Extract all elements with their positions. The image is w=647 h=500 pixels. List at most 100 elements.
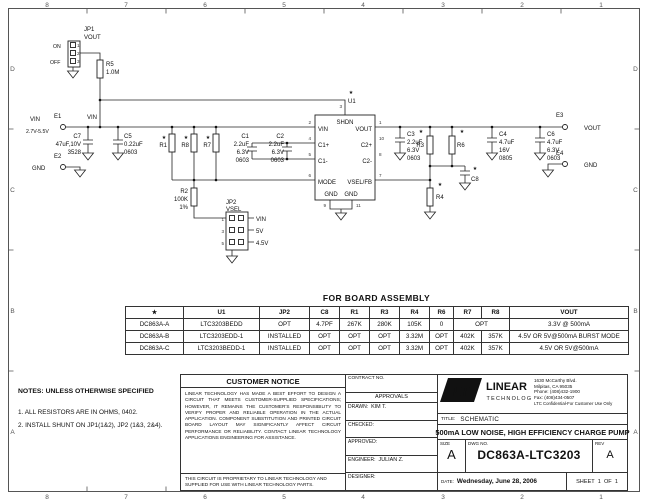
linear-technology-logo: LT LINEAR TECHNOLOGY <box>438 375 532 413</box>
col-header-vout: VOUT <box>509 306 629 319</box>
capacitor-plates <box>83 137 545 176</box>
c6-refdes: C6 <box>547 132 555 138</box>
table-cell: LTC3203BEDD-1 <box>183 342 260 355</box>
u1-pin-c2p: C2+ <box>361 143 373 149</box>
size-dwg-rev-row: SIZE A DWG NO. DC863A-LTC3203 REV A <box>438 440 627 473</box>
approval-row-engineer: ENGINEER: JULIAN Z. <box>346 456 437 474</box>
table-cell: OPT <box>339 342 370 355</box>
r4-refdes: R4 <box>436 195 444 201</box>
confidential-note: LTC Confidential-For Customer Use Only <box>534 401 613 406</box>
approval-label: ENGINEER: <box>348 456 376 463</box>
terminal-e2 <box>60 164 66 170</box>
table-cell: OPT <box>429 342 454 355</box>
lt-logo-shape <box>440 378 482 402</box>
u1-pin-number: 3 <box>339 104 342 109</box>
table-cell: OPT <box>453 318 510 331</box>
table-cell: 357K <box>481 342 510 355</box>
approval-label: DRAWN: <box>348 404 369 410</box>
approval-label: DESIGNER: <box>348 474 376 481</box>
zone-label: 7 <box>124 2 128 9</box>
c6-package: 0603 <box>547 156 561 162</box>
table-cell: 402K <box>453 342 482 355</box>
jp2-net-5v: 5V <box>256 229 263 235</box>
u1-pin-number: 8 <box>379 152 382 157</box>
approval-row-approved: APPROVED: <box>346 438 437 456</box>
c8-refdes: C8 <box>471 177 479 183</box>
r2-refdes: R2 <box>180 189 188 195</box>
col-header-star: ★ <box>125 306 184 319</box>
u1-pin-gnd: GND <box>344 192 358 198</box>
main-drawing-title: 500mA LOW NOISE, HIGH EFFICIENCY CHARGE … <box>435 425 630 440</box>
jp2-net-4v5: 4.5V <box>256 241 268 247</box>
c2-value: 2.2uF <box>269 142 285 148</box>
c4-refdes: C4 <box>499 132 507 138</box>
e3-net-label: VOUT <box>584 126 601 132</box>
jp1-net-label: VOUT <box>84 35 101 41</box>
u1-ic: ★ U1 SHDN VIN VOUT C1+ C2+ C1- C2- MODE … <box>308 90 384 208</box>
u1-pin-number: 1 <box>379 120 382 125</box>
zone-label: D <box>10 66 15 73</box>
zone-label: A <box>10 429 15 436</box>
c3-voltage: 6.3V <box>407 148 419 154</box>
u1-pin-c2m: C2- <box>362 159 372 165</box>
e1-net-label: VIN <box>30 117 40 123</box>
title-value: SCHEMATIC <box>460 415 500 423</box>
lt-logo-icon: LT LINEAR TECHNOLOGY <box>440 378 533 402</box>
rev-value: A <box>606 449 614 461</box>
r4-star-marker: ★ <box>438 182 443 188</box>
contract-no-label: CONTRACT NO. <box>346 375 437 393</box>
table-cell: LTC3203BEDD <box>183 318 260 331</box>
approvals-box: CONTRACT NO. APPROVALS DRAWN: KIM T. CHE… <box>345 374 438 491</box>
zone-label: 3 <box>441 494 445 500</box>
junction-dots <box>86 98 542 182</box>
logo-technology-text: TECHNOLOGY <box>487 396 533 402</box>
resistor-r3-body <box>426 135 434 155</box>
zone-label: A <box>633 429 638 436</box>
col-header-r6: R6 <box>429 306 454 319</box>
terminal-e1 <box>60 124 66 130</box>
approval-value: KIM T. <box>371 404 387 410</box>
jp1-pin-number: 1 <box>77 43 80 48</box>
e3-refdes: E3 <box>556 113 564 119</box>
table-cell: 280K <box>369 318 400 331</box>
u1-pin-number: 6 <box>308 173 311 178</box>
table-cell: 4.5V OR 5V@500mA BURST MODE <box>509 330 629 343</box>
table-row-dc863a-b: DC863A-B LTC3203EDD-1 INSTALLED OPT OPT … <box>125 330 629 343</box>
table-cell: 4.7PF <box>309 318 340 331</box>
rev-cell: REV A <box>593 440 627 472</box>
size-label: SIZE <box>440 441 451 446</box>
customer-notice-footer: THIS CIRCUIT IS PROPRIETARY TO LINEAR TE… <box>181 472 345 490</box>
terminal-e4 <box>562 161 568 167</box>
date-sheet-row: DATE: Wednesday, June 28, 2006 SHEET 1 O… <box>438 473 627 490</box>
zone-label: 8 <box>45 2 49 9</box>
col-header-u1: U1 <box>183 306 260 319</box>
c2-voltage: 6.3V <box>272 150 284 156</box>
assembly-table: ★ U1 JP2 C8 R1 R3 R4 R6 R7 R8 VOUT DC863… <box>125 306 629 355</box>
r6-refdes: R6 <box>457 143 465 149</box>
address-line: Fax: (408)434-0507 <box>534 394 575 400</box>
notes-title: NOTES: UNLESS OTHERWISE SPECIFIED <box>18 388 154 395</box>
note-item: 2. INSTALL SHUNT ON JP1(1&2), JP2 (1&3, … <box>18 422 163 429</box>
approval-label: APPROVED: <box>348 439 378 446</box>
zone-label: 6 <box>203 494 207 500</box>
zone-label: 2 <box>520 494 524 500</box>
date-label: DATE: <box>441 479 454 484</box>
u1-pin-number: 5 <box>308 152 311 157</box>
zone-label: B <box>10 308 14 315</box>
u1-pin-gnd: GND <box>324 192 338 198</box>
customer-notice-body: LINEAR TECHNOLOGY HAS MADE A BEST EFFORT… <box>185 391 341 441</box>
c4-value: 4.7uF <box>499 140 515 146</box>
resistor-r5-body <box>96 59 104 79</box>
r5-refdes: R5 <box>106 62 114 68</box>
address-line: 1630 McCarthy Blvd. <box>534 378 577 383</box>
table-cell: OPT <box>309 342 340 355</box>
table-cell: 0 <box>429 318 454 331</box>
title-block: LT LINEAR TECHNOLOGY 1630 McCarthy Blvd.… <box>435 374 630 491</box>
address-line: Milpitas, CA 95035 <box>534 383 573 389</box>
u1-pin-vout: VOUT <box>355 127 372 133</box>
table-cell: DC863A-C <box>125 342 184 355</box>
dwg-no-label: DWG NO. <box>468 441 489 446</box>
c7-value: 47uF,10V <box>56 142 81 148</box>
table-cell: OPT <box>369 330 400 343</box>
